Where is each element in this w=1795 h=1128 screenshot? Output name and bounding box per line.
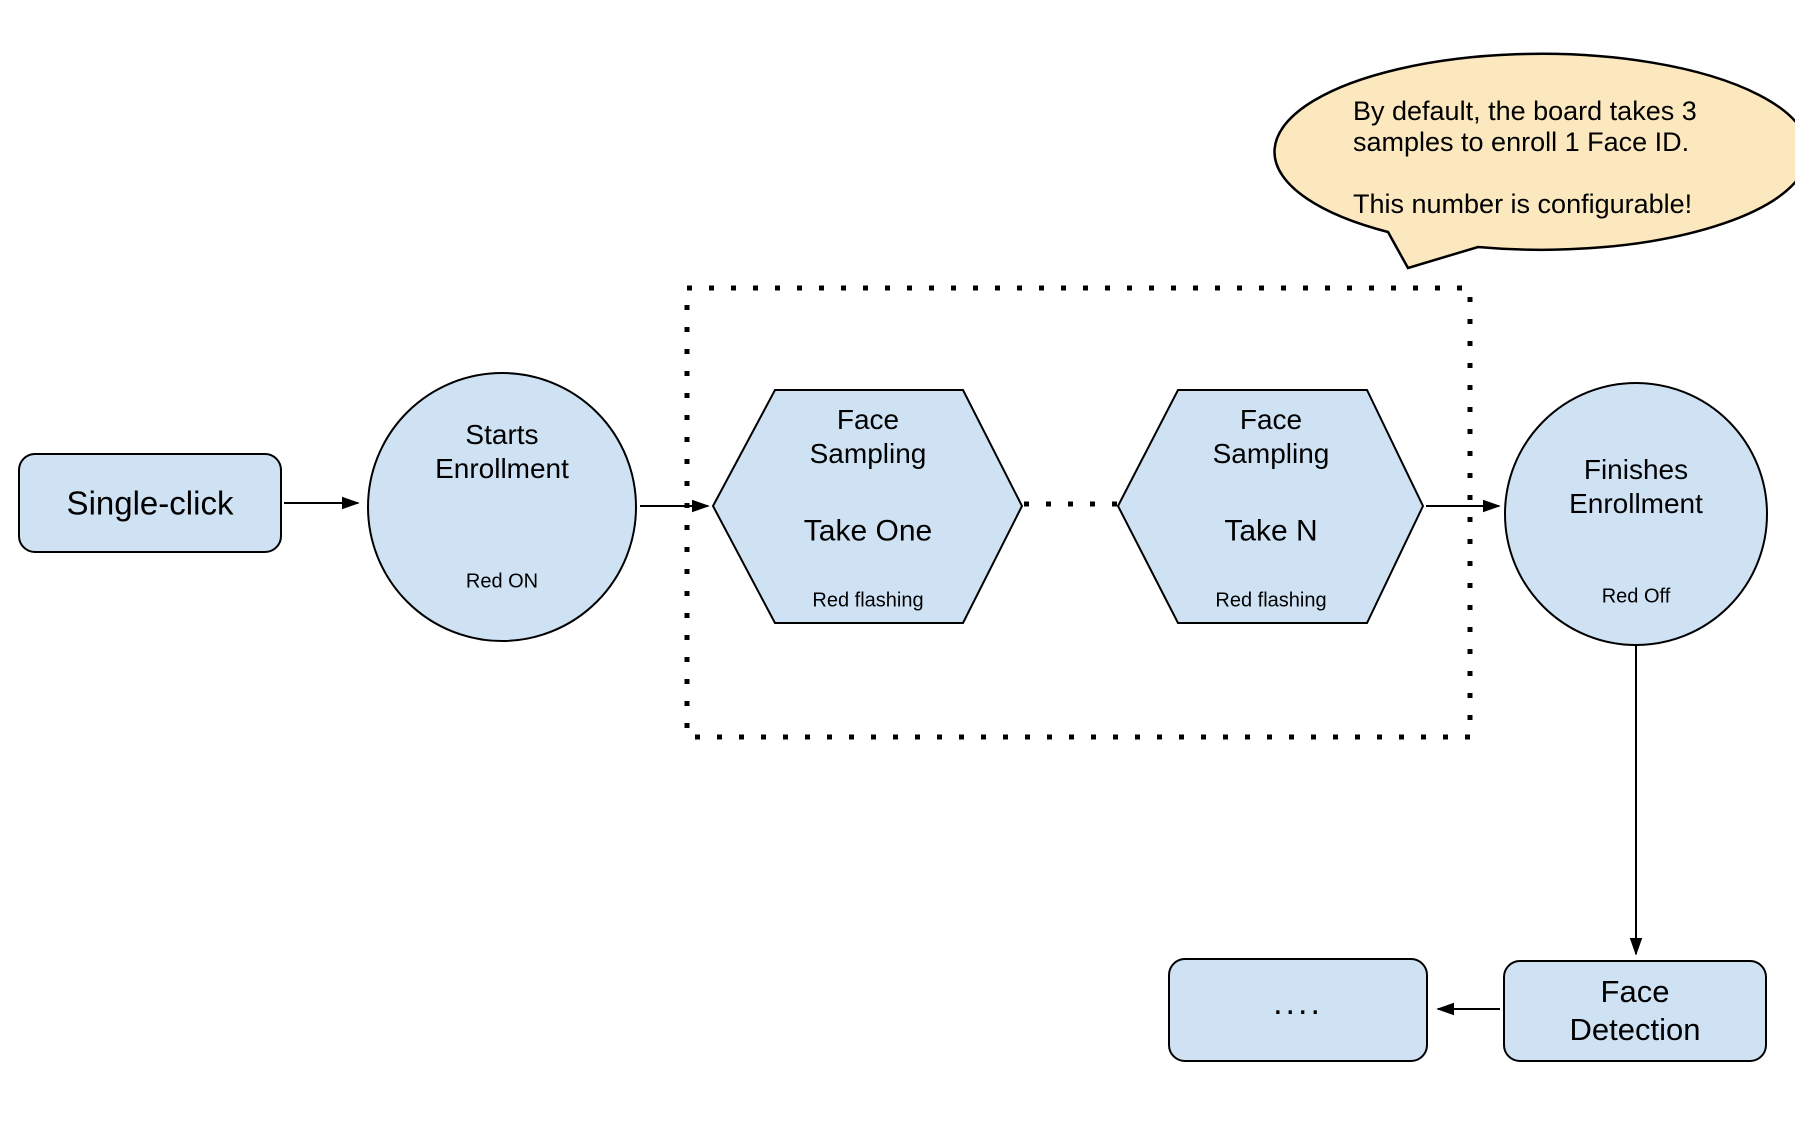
face-sampling-one-title: Face Sampling — [809, 404, 927, 469]
face-sampling-n-status: Red flashing — [1215, 589, 1327, 612]
face-sampling-n-take: Take N — [1224, 514, 1318, 548]
callout-text: By default, the board takes 3 samples to… — [1353, 96, 1697, 219]
face-sampling-one-status: Red flashing — [812, 589, 924, 612]
face-sampling-one-take: Take One — [803, 514, 933, 548]
face-sampling-take-n-hexagon — [1116, 389, 1425, 624]
starts-enrollment-title: Starts Enrollment — [435, 419, 569, 484]
finishes-enrollment-title: Finishes Enrollment — [1569, 454, 1703, 519]
starts-enrollment-status: Red ON — [465, 570, 539, 593]
single-click-label: Single-click — [66, 484, 234, 522]
face-sampling-take-one-hexagon — [711, 389, 1024, 624]
continuation-label: .... — [1273, 983, 1323, 1022]
face-sampling-n-title: Face Sampling — [1212, 404, 1330, 469]
continuation-node — [1168, 958, 1428, 1062]
finishes-enrollment-circle — [1504, 382, 1768, 646]
face-detection-node — [1503, 960, 1767, 1062]
face-detection-label: Face Detection — [1569, 974, 1701, 1047]
single-click-node — [18, 453, 282, 553]
finishes-enrollment-status: Red Off — [1601, 585, 1671, 608]
callout-bubble — [1273, 52, 1795, 270]
starts-enrollment-circle — [367, 372, 637, 642]
